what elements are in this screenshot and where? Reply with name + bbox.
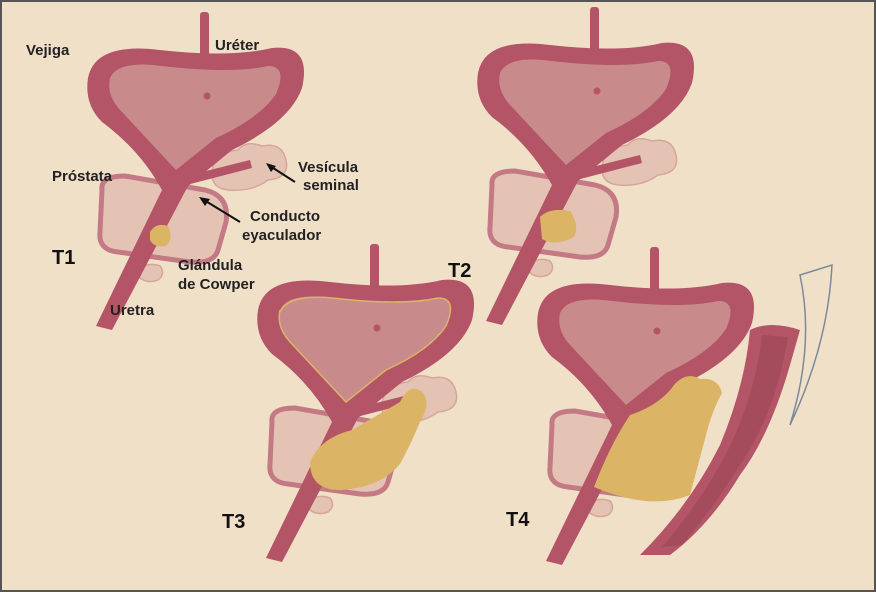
label-ejaculatory-duct-1: Conducto	[250, 208, 320, 225]
stage-label-t2: T2	[448, 260, 471, 282]
stage-label-t3: T3	[222, 511, 245, 533]
label-cowper-2: de Cowper	[178, 276, 255, 293]
label-bladder: Vejiga	[26, 42, 70, 59]
stage-label-t1: T1	[52, 247, 75, 269]
label-ureter: Uréter	[215, 37, 259, 54]
label-cowper-1: Glándula	[178, 257, 243, 274]
label-seminal-vesicle-2: seminal	[303, 177, 359, 194]
stage-t3-illustration	[257, 244, 474, 562]
label-ejaculatory-duct-2: eyaculador	[242, 227, 321, 244]
stage-t2-illustration	[477, 7, 694, 325]
arrow-vesicle	[269, 165, 296, 183]
label-seminal-vesicle-1: Vesícula	[298, 159, 359, 176]
label-prostate: Próstata	[52, 168, 113, 185]
tumor-t1	[150, 224, 171, 247]
stage-t4-illustration	[537, 247, 833, 565]
stage-label-t4: T4	[506, 509, 530, 531]
label-urethra: Uretra	[110, 302, 155, 319]
stage-t1-illustration	[87, 12, 304, 330]
arrow-duct	[203, 199, 241, 223]
